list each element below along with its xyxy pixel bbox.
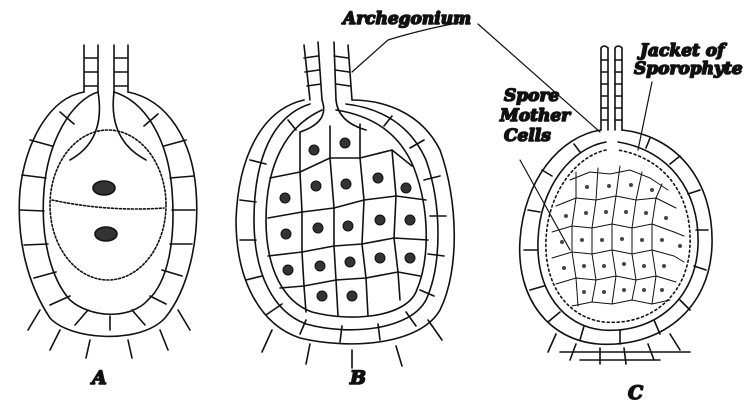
archegonium-leader-b [352,22,462,72]
archegonium-label: Archegonium [341,9,471,29]
panel-b-label: B [349,367,366,389]
panel-c-label: C [628,382,643,404]
jacket-label-line1: Jacket of [637,41,727,61]
leader-lines [352,22,652,250]
panel-b-drawing [236,42,454,368]
spore-cells-leader [520,160,570,250]
spore-label-line1: Spore [504,86,559,106]
jacket-label-line2: Sporophyte [634,59,743,79]
spore-label-line3: Cells [504,126,551,146]
spore-mother-cells [552,166,684,306]
panel-a-drawing [19,45,197,358]
panel-a-label: A [90,367,107,389]
spore-label-line2: Mother [499,106,571,126]
